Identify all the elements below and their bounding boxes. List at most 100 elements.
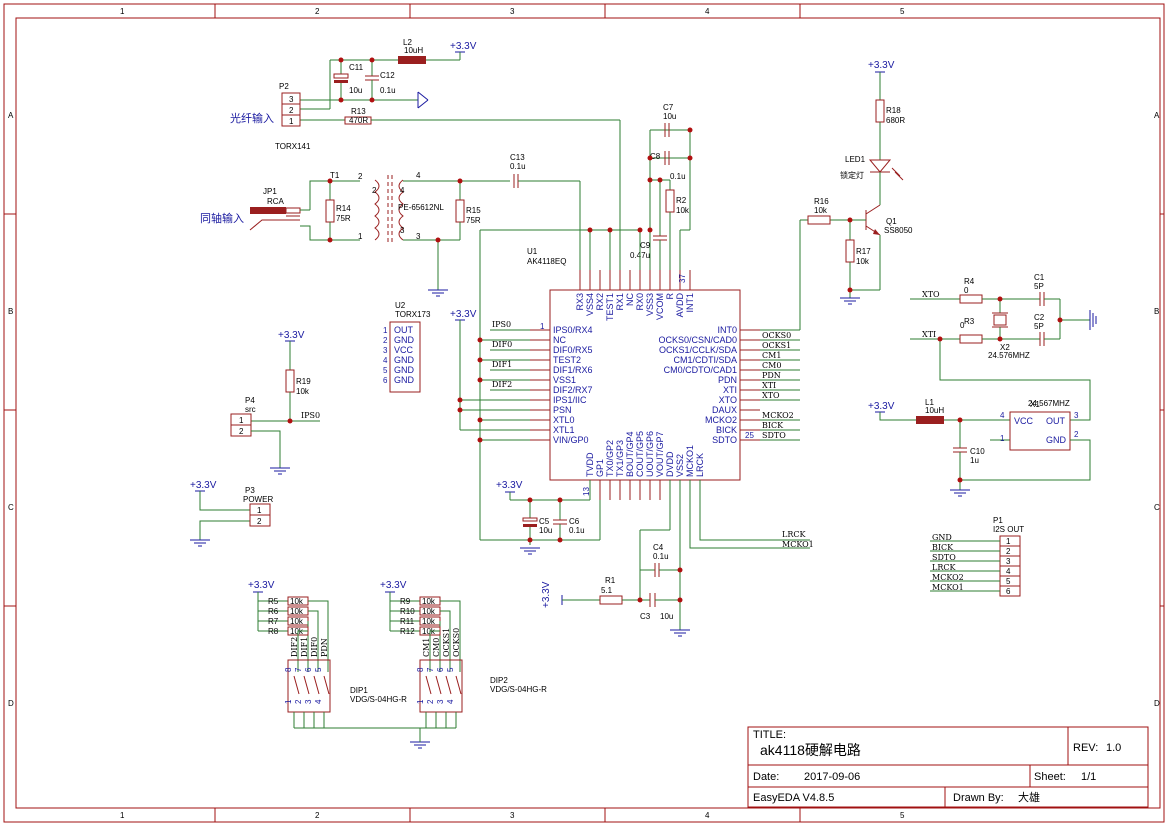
c9-ref: C9	[640, 241, 651, 250]
u1-top-pin-label: AVDD	[675, 293, 685, 318]
u2-val: TORX173	[395, 310, 431, 319]
dip-net-label: DIF2	[290, 637, 299, 657]
dip-pin-num-top: 5	[446, 667, 455, 672]
frame-row-right: B	[1154, 307, 1159, 316]
c4-val: 0.1u	[653, 552, 669, 561]
r4-ref: R4	[964, 277, 975, 286]
pe-pin3: 3	[416, 232, 421, 241]
dip-net-label: OCKS0	[452, 628, 461, 657]
frame-col-top: 2	[315, 7, 320, 16]
pullup-val: 10k	[422, 607, 436, 616]
net-cm0-right: CM0	[762, 361, 781, 370]
u2-pin-num: 2	[383, 336, 388, 345]
r14-ref: R14	[336, 204, 351, 213]
u2-pin-num: 6	[383, 376, 388, 385]
jp1-val: RCA	[267, 197, 285, 206]
led1-symbol	[868, 159, 892, 173]
vcc-dip1: +3.3V	[248, 580, 275, 591]
dip-wire	[308, 610, 319, 672]
pullup-ref: R9	[400, 597, 411, 606]
u2-body	[389, 321, 421, 393]
c1-ref: C1	[1034, 273, 1045, 282]
u1-bottom-pin-label: TVDD	[585, 452, 595, 477]
r4-val: 0	[964, 286, 969, 295]
title-text: ak4118硬解电路	[760, 742, 861, 758]
vcc-u1-left: +3.3V	[450, 309, 477, 320]
frame-row-right: C	[1154, 503, 1160, 512]
u1-bottom-pin-label: BOUT/GP4	[625, 431, 635, 477]
dip-switch-lever	[435, 675, 442, 695]
t1-winding-right	[398, 179, 404, 241]
p2-pin1: 1	[289, 117, 294, 126]
u1-top-pin-label: TEST1	[605, 293, 615, 321]
frame-row-right: D	[1154, 699, 1160, 708]
u1-bottom-pin-label: COUT/GP5	[635, 431, 645, 477]
frame-col-top: 1	[120, 7, 125, 16]
l2-inductor	[398, 56, 426, 64]
u1-top-pin-label: INT1	[685, 293, 695, 313]
vcc-x1: +3.3V	[868, 401, 895, 412]
u1-left-pin-label: VSS1	[553, 375, 576, 385]
x1-out-pin: OUT	[1046, 416, 1066, 426]
c6-val: 0.1u	[569, 526, 585, 535]
frame-row-left: D	[8, 699, 14, 708]
date-value: 2017-09-06	[804, 771, 860, 783]
drawn-by: 大雄	[1018, 790, 1040, 804]
vcc-l2-label: +3.3V	[450, 41, 477, 52]
pullup-val: 10k	[422, 627, 436, 636]
date-label: Date:	[753, 771, 779, 783]
c11-ref: C11	[349, 63, 364, 72]
net-xti-xtal: XTI	[922, 330, 936, 339]
u2-pin-label: VCC	[394, 345, 414, 355]
p2-pin2: 2	[289, 106, 294, 115]
r1-val: 5.1	[601, 586, 613, 595]
u1-left-pin-label: DIF1/RX6	[553, 365, 593, 375]
u1-top-pin-label: RX2	[595, 293, 605, 311]
r2-resistor	[665, 189, 675, 213]
pullup-val: 10k	[290, 607, 304, 616]
pullup-val: 10k	[422, 617, 436, 626]
u1-bottom-pin-label: MCKO1	[685, 445, 695, 477]
dip-net-label: CM1	[422, 638, 431, 657]
u1-top-pin-label: R	[665, 293, 675, 300]
dip-switch-lever	[293, 675, 300, 695]
l2-val: 10uH	[404, 46, 423, 55]
net-ocks1-right: OCKS1	[762, 341, 791, 350]
p1-pin-num: 6	[1006, 587, 1011, 596]
dip-pin-num-top: 6	[436, 667, 445, 672]
u1-left-pin-label: TEST2	[553, 355, 581, 365]
t1-pin2b: 2	[372, 186, 377, 195]
rev-label: REV:	[1073, 742, 1098, 754]
p1-pin-num: 2	[1006, 547, 1011, 556]
net-bick-right: BICK	[762, 421, 784, 430]
p1-pin-num: 5	[1006, 577, 1011, 586]
c10-val: 1u	[970, 456, 979, 465]
vcc-led: +3.3V	[868, 60, 895, 71]
u1-left-pin-label: IPS0/RX4	[553, 325, 593, 335]
dip-net-label: DIF0	[310, 637, 319, 657]
u1-right-pin-label: MCKO2	[705, 415, 737, 425]
x2-ref: X2	[1000, 343, 1010, 352]
dip-net-label: PDN	[320, 638, 329, 657]
net-ips0-p4: IPS0	[301, 411, 320, 420]
u1-val: AK4118EQ	[527, 257, 566, 266]
jp1-ref: JP1	[263, 187, 277, 196]
q1-val: SS8050	[884, 226, 913, 235]
u1-left-pin-label: VIN/GP0	[553, 435, 589, 445]
rca-jack	[250, 207, 286, 214]
vcc-p3: +3.3V	[190, 480, 217, 491]
x1-num3: 3	[1074, 411, 1079, 420]
u1-bottom-pin-label: DVDD	[665, 451, 675, 477]
u1-top-pin-label: VSS4	[585, 293, 595, 316]
pullup-val: 10k	[290, 597, 304, 606]
x1-body	[1009, 411, 1071, 451]
dip-pin-num-bot: 2	[294, 699, 303, 704]
lock-led-label: 锁定灯	[840, 170, 864, 180]
sheet-label: Sheet:	[1034, 771, 1066, 783]
title-label: TITLE:	[753, 729, 786, 741]
u1-pin13-num: 13	[582, 487, 591, 496]
dip-switch-lever	[323, 675, 330, 695]
